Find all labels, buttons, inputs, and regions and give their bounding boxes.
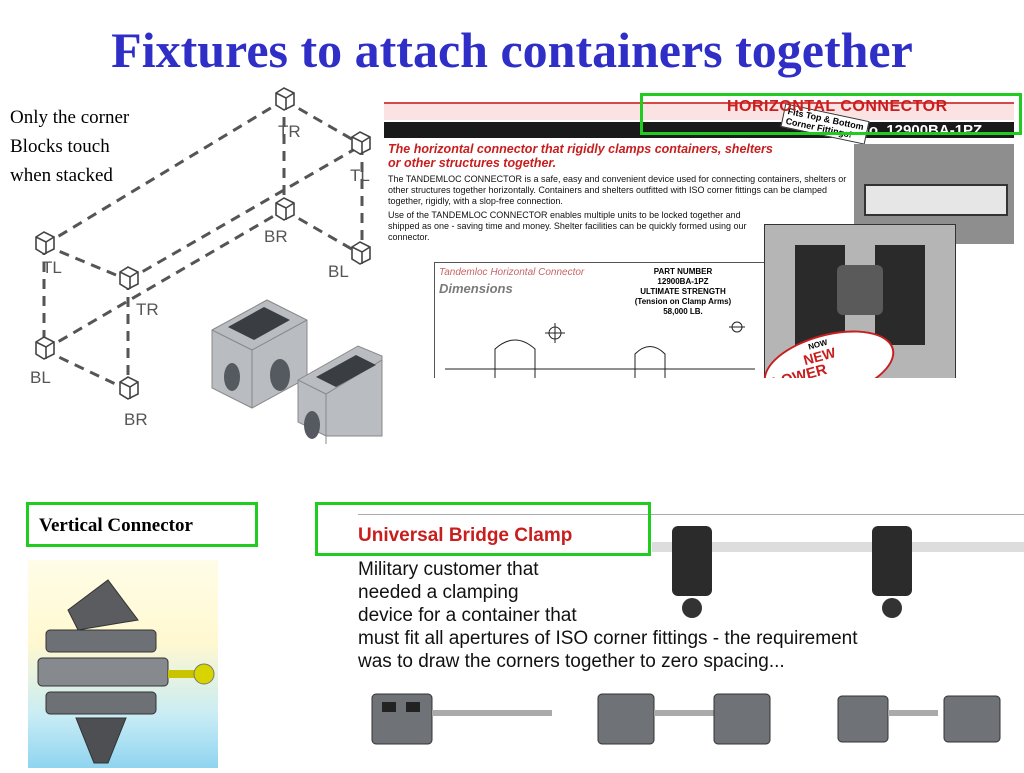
brochure-paragraph: The TANDEMLOC CONNECTOR is a safe, easy … [388, 174, 847, 206]
description-line: must fit all apertures of ISO corner fit… [358, 628, 858, 649]
corner-block-icon [351, 241, 371, 265]
corner-block-icon [351, 131, 371, 155]
dimensions-title: Tandemloc Horizontal Connector [439, 267, 585, 278]
universal-bridge-clamp-highlight [315, 502, 651, 556]
description-line: device for a container that [358, 605, 577, 626]
technical-drawing [445, 321, 755, 378]
vertical-connector-label: Vertical Connector [39, 515, 193, 536]
diagram-label: BL [30, 368, 51, 387]
horizontal-connector-highlight: HORIZONTAL CONNECTOR [640, 93, 1022, 135]
spec-line: ULTIMATE STRENGTH [640, 287, 726, 296]
badge-lower: LOWER [770, 361, 829, 378]
description-line: was to draw the corners together to zero… [358, 651, 785, 672]
slide-title: Fixtures to attach containers together [111, 22, 913, 78]
dimensions-label: Dimensions [439, 281, 513, 296]
corner-block-icon [275, 87, 295, 111]
diagram-label: TR [136, 300, 159, 319]
horizontal-connector-brochure: No. 12900BA-1PZ Fits Top & Bottom Corner… [384, 102, 1014, 378]
brochure-paragraph: Use of the TANDEMLOC CONNECTOR enables m… [388, 210, 747, 242]
dimensions-drawing: Tandemloc Horizontal Connector Dimension… [434, 262, 766, 378]
diagram-label: BR [264, 227, 288, 246]
brochure-subtitle: The horizontal connector that rigidly cl… [388, 142, 773, 170]
container-stacking-diagram: TR TL BR BL TL TR BL BR [30, 87, 383, 444]
diagram-label: BL [328, 262, 349, 281]
corner-block-icon [35, 336, 55, 360]
spec-line: PART NUMBER [653, 267, 713, 276]
corner-casting-image [297, 345, 383, 444]
bridge-clamp-sequence-photo [371, 693, 1001, 745]
spec-line: 12900BA-1PZ [657, 277, 709, 286]
vertical-connector-label-box: Vertical Connector [26, 502, 258, 547]
corner-block-icon [275, 197, 295, 221]
universal-bridge-clamp-description: Military customer that needed a clamping… [358, 558, 1008, 673]
spec-block: PART NUMBER 12900BA-1PZ ULTIMATE STRENGT… [613, 267, 753, 317]
corner-casting-image [211, 299, 308, 409]
diagram-label: TL [42, 258, 62, 277]
description-line: Military customer that [358, 559, 539, 580]
diagram-label: TL [350, 166, 370, 185]
horizontal-connector-title: HORIZONTAL CONNECTOR [727, 98, 948, 115]
vertical-connector-photo [28, 560, 218, 768]
description-line: needed a clamping [358, 582, 519, 603]
corner-block-icon [119, 376, 139, 400]
stacking-note: Only the corner Blocks touch when stacke… [10, 103, 185, 190]
spec-line: 58,000 LB. [663, 307, 703, 316]
stacking-note-line: when stacked [10, 165, 113, 186]
corner-block-icon [35, 231, 55, 255]
diagram-label: TR [278, 122, 301, 141]
bridge-clamp-photo [652, 526, 1024, 618]
section-divider [358, 514, 1024, 515]
corner-block-icon [119, 266, 139, 290]
spec-line: (Tension on Clamp Arms) [634, 297, 732, 306]
universal-bridge-clamp-heading: Universal Bridge Clamp [358, 525, 573, 546]
stacking-note-line: Blocks touch [10, 136, 110, 157]
brochure-header-band [384, 102, 1014, 120]
diagram-label: BR [124, 410, 148, 429]
stacking-note-line: Only the corner [10, 107, 130, 128]
